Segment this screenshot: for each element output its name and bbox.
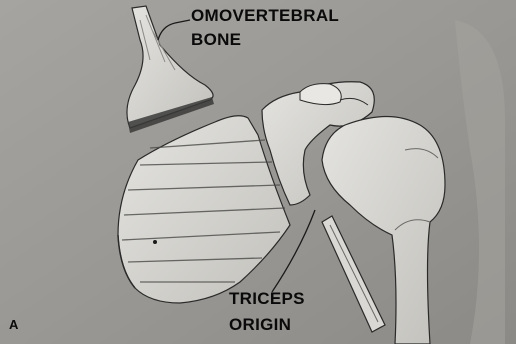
panel-letter: A (9, 317, 19, 332)
triceps-label-line2: ORIGIN (229, 315, 291, 335)
omovertebral-label-line1: OMOVERTEBRAL (191, 6, 339, 26)
omovertebral-label-line2: BONE (191, 30, 241, 50)
triceps-label-line1: TRICEPS (229, 289, 305, 309)
